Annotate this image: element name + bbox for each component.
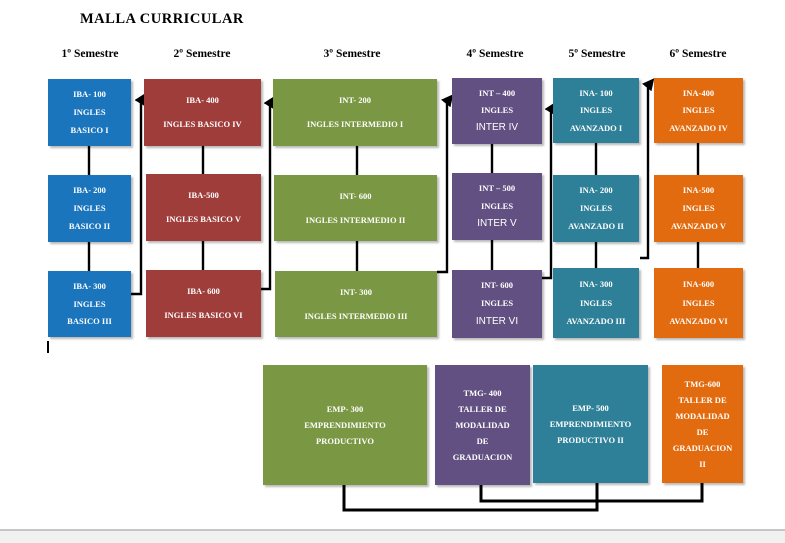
course-name-line: EMPRENDIMIENTO: [549, 419, 632, 429]
course-code: IBA- 300: [73, 281, 106, 292]
course-name-line: AVANZADO V: [670, 221, 727, 232]
course-name-line: MODALIDAD: [455, 420, 510, 430]
course-name-line: INGLES INTERMEDIO III: [304, 310, 408, 321]
course-code: TMG-600: [684, 379, 721, 389]
course-name-line: EMPRENDIMIENTO: [304, 420, 386, 430]
course-name-line: INGLES: [682, 105, 715, 116]
course-name-line: PRODUCTIVO: [316, 436, 374, 446]
course-name-line: INGLES: [579, 297, 613, 308]
course-code: INA- 300: [579, 279, 613, 290]
course-name-line: DE: [696, 427, 709, 437]
course-code: INT- 200: [338, 95, 372, 106]
header-semester-1: 1º Semestre: [61, 48, 119, 60]
course-box-int-600-vi[interactable]: INT- 600 INGLES INTER VI: [452, 270, 542, 338]
course-box-ina-200[interactable]: INA- 200 INGLES AVANZADO II: [553, 175, 639, 242]
page-title: MALLA CURRICULAR: [80, 11, 244, 27]
course-name-line: INGLES: [480, 105, 514, 115]
course-box-int-200[interactable]: INT- 200 INGLES INTERMEDIO I: [273, 79, 437, 146]
course-name-line: BASICO III: [67, 316, 112, 327]
course-name-line: INGLES BASICO IV: [163, 119, 242, 130]
course-box-tmg-600[interactable]: TMG-600 TALLER DE MODALIDAD DE GRADUACIO…: [662, 365, 743, 483]
course-name-line: INGLES: [73, 203, 106, 214]
course-code: TMG- 400: [463, 388, 502, 398]
course-name-line: II: [699, 459, 706, 469]
header-semester-4: 4º Semestre: [466, 48, 524, 60]
course-code: INT- 300: [339, 287, 373, 297]
course-box-ina-400[interactable]: INA-400 INGLES AVANZADO IV: [654, 78, 743, 143]
course-name-line: INGLES: [73, 107, 106, 118]
text-cursor: [47, 341, 49, 353]
course-box-int-300[interactable]: INT- 300 INGLES INTERMEDIO III: [275, 271, 437, 337]
course-name-line: INGLES: [480, 200, 514, 211]
course-name-line: PRODUCTIVO II: [557, 435, 624, 445]
course-name-line: INGLES: [73, 298, 106, 309]
course-name-line: INGLES: [682, 297, 715, 308]
course-name-line: INGLES BASICO V: [166, 214, 241, 225]
course-name-line: INTER IV: [475, 122, 519, 134]
course-code: IBA- 400: [186, 95, 219, 106]
course-box-iba-600[interactable]: IBA- 600 INGLES BASICO VI: [146, 270, 261, 337]
course-name-line: GRADUACION: [672, 443, 733, 453]
course-name-line: INGLES: [579, 203, 613, 214]
course-box-int-500[interactable]: INT – 500 INGLES INTER V: [452, 173, 542, 240]
course-name-line: TALLER DE: [678, 395, 727, 405]
course-code: EMP- 500: [572, 403, 609, 413]
course-name-line: DE: [476, 436, 489, 446]
course-box-iba-200[interactable]: IBA- 200 INGLES BASICO II: [48, 175, 131, 242]
course-name-line: TALLER DE: [458, 404, 507, 414]
course-name-line: AVANZADO VI: [669, 316, 728, 327]
course-name-line: AVANZADO III: [566, 316, 626, 327]
course-box-int-600-ii[interactable]: INT- 600 INGLES INTERMEDIO II: [274, 175, 437, 241]
course-code: IBA- 200: [73, 185, 106, 196]
course-name-line: INTER VI: [475, 315, 519, 327]
course-code: INA-400: [682, 87, 715, 98]
course-box-emp-500[interactable]: EMP- 500 EMPRENDIMIENTO PRODUCTIVO II: [533, 365, 648, 483]
course-name-line: INGLES: [480, 298, 514, 308]
header-semester-5: 5º Semestre: [568, 48, 626, 60]
course-code: IBA-500: [188, 190, 219, 201]
course-name-line: BASICO I: [70, 125, 109, 136]
course-name-line: INTER V: [477, 218, 517, 229]
course-name-line: INGLES INTERMEDIO I: [306, 119, 404, 130]
header-semester-2: 2º Semestre: [173, 48, 231, 60]
course-box-iba-500[interactable]: IBA-500 INGLES BASICO V: [146, 174, 261, 241]
course-code: INT- 600: [339, 191, 372, 201]
course-code: INA-600: [682, 279, 715, 290]
course-name-line: AVANZADO I: [569, 122, 623, 133]
course-name-line: INGLES: [579, 105, 613, 116]
header-semester-3: 3º Semestre: [323, 48, 381, 60]
course-name-line: AVANZADO IV: [669, 122, 728, 133]
window-status-bar: [0, 529, 785, 543]
course-code: INA- 200: [579, 185, 613, 196]
course-box-iba-100[interactable]: IBA- 100 INGLES BASICO I: [48, 79, 131, 146]
course-box-int-400[interactable]: INT – 400 INGLES INTER IV: [452, 78, 542, 144]
course-name-line: GRADUACION: [452, 452, 513, 462]
course-name-line: INGLES: [682, 203, 715, 214]
course-box-tmg-400[interactable]: TMG- 400 TALLER DE MODALIDAD DE GRADUACI…: [435, 365, 530, 485]
course-name-line: AVANZADO II: [568, 221, 624, 232]
course-code: EMP- 300: [326, 404, 364, 414]
course-code: IBA- 600: [187, 286, 220, 297]
course-code: INT – 400: [478, 87, 516, 98]
course-code: INT – 500: [478, 183, 516, 193]
course-box-ina-300[interactable]: INA- 300 INGLES AVANZADO III: [553, 268, 639, 338]
course-box-emp-300[interactable]: EMP- 300 EMPRENDIMIENTO PRODUCTIVO: [263, 365, 427, 485]
course-box-iba-300[interactable]: IBA- 300 INGLES BASICO III: [48, 271, 131, 337]
course-name-line: INGLES BASICO VI: [164, 310, 243, 321]
course-name-line: INGLES INTERMEDIO II: [305, 214, 406, 225]
course-code: INA- 100: [579, 87, 613, 98]
course-code: INA-500: [682, 185, 715, 196]
header-semester-6: 6º Semestre: [669, 48, 727, 60]
course-code: IBA- 100: [73, 89, 106, 100]
course-box-iba-400[interactable]: IBA- 400 INGLES BASICO IV: [144, 79, 261, 146]
course-code: INT- 600: [480, 280, 514, 291]
course-box-ina-100[interactable]: INA- 100 INGLES AVANZADO I: [553, 78, 639, 143]
course-name-line: BASICO II: [68, 221, 111, 232]
course-name-line: MODALIDAD: [675, 411, 730, 421]
course-box-ina-600[interactable]: INA-600 INGLES AVANZADO VI: [654, 268, 743, 338]
course-box-ina-500[interactable]: INA-500 INGLES AVANZADO V: [654, 175, 743, 242]
